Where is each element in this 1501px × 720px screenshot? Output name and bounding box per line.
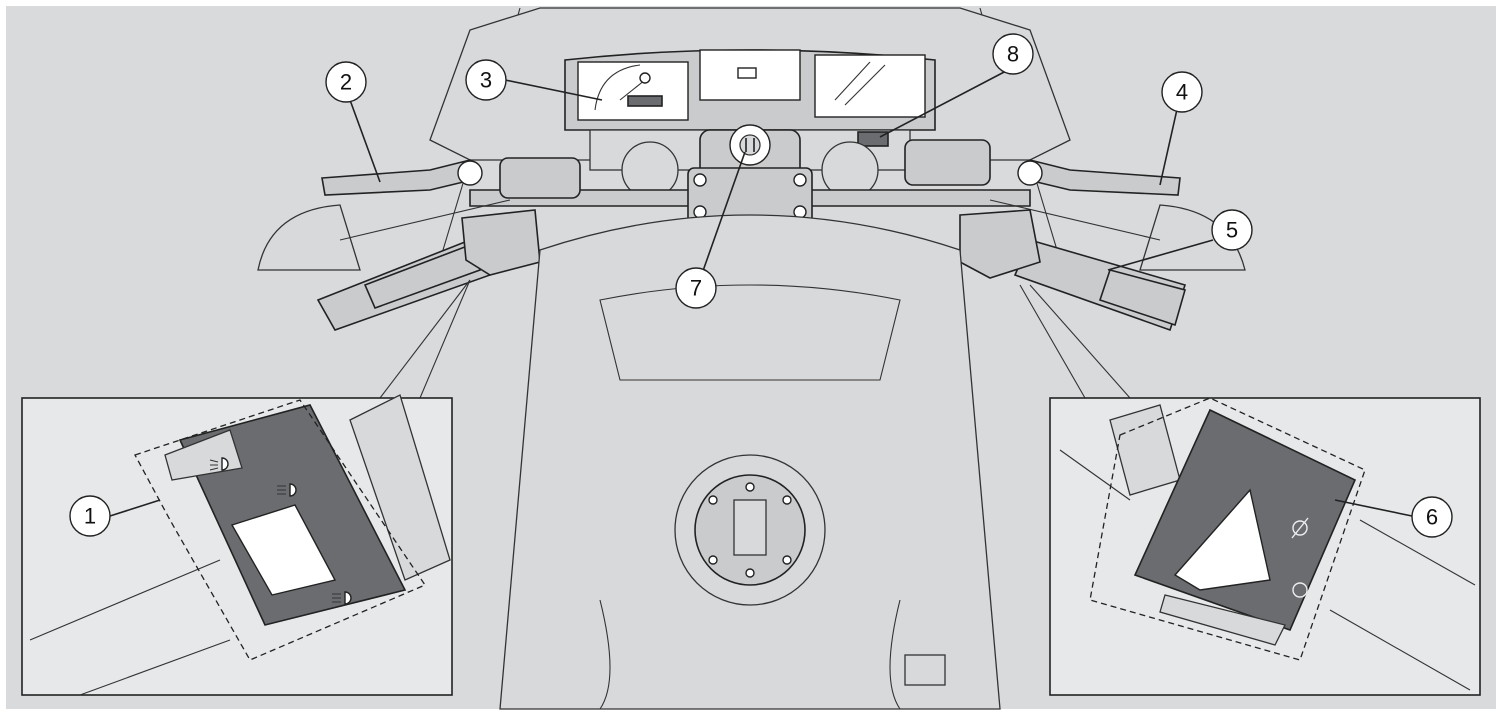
left-switch-housing xyxy=(461,209,541,276)
left-mirror xyxy=(257,204,361,271)
right-switch-outline xyxy=(1089,397,1366,661)
flash-beam-icon xyxy=(332,591,352,605)
start-button-icon xyxy=(1292,582,1308,598)
callout-3: 3 xyxy=(465,59,507,101)
instrument-cluster xyxy=(564,49,936,171)
brake-lever xyxy=(904,139,1181,196)
right-grip xyxy=(1013,239,1187,332)
indicator-switch xyxy=(857,131,889,147)
callout-8: 8 xyxy=(992,33,1034,75)
callout-5: 5 xyxy=(1211,209,1253,251)
callout-2: 2 xyxy=(325,61,367,103)
low-beam-icon xyxy=(209,457,229,471)
fuel-tank xyxy=(499,214,1001,710)
callout-8-label: 8 xyxy=(1007,42,1019,67)
engine-stop-icon xyxy=(1291,517,1309,539)
left-inset-detail xyxy=(21,279,471,696)
callout-4-label: 4 xyxy=(1176,80,1188,105)
callout-1-label: 1 xyxy=(84,504,96,529)
right-inset-detail xyxy=(1019,284,1481,696)
high-beam-icon xyxy=(277,483,297,497)
leader-lines xyxy=(109,69,1413,517)
callout-3-label: 3 xyxy=(480,68,492,93)
left-switch-outline xyxy=(134,399,426,661)
callout-7-label: 7 xyxy=(690,276,702,301)
callout-7: 7 xyxy=(675,267,717,309)
callout-6: 6 xyxy=(1411,496,1453,538)
callout-1: 1 xyxy=(69,495,111,537)
callout-2-label: 2 xyxy=(340,70,352,95)
callout-5-label: 5 xyxy=(1226,218,1238,243)
clutch-lever xyxy=(321,157,581,199)
callout-6-label: 6 xyxy=(1426,505,1438,530)
callout-4: 4 xyxy=(1161,71,1203,113)
